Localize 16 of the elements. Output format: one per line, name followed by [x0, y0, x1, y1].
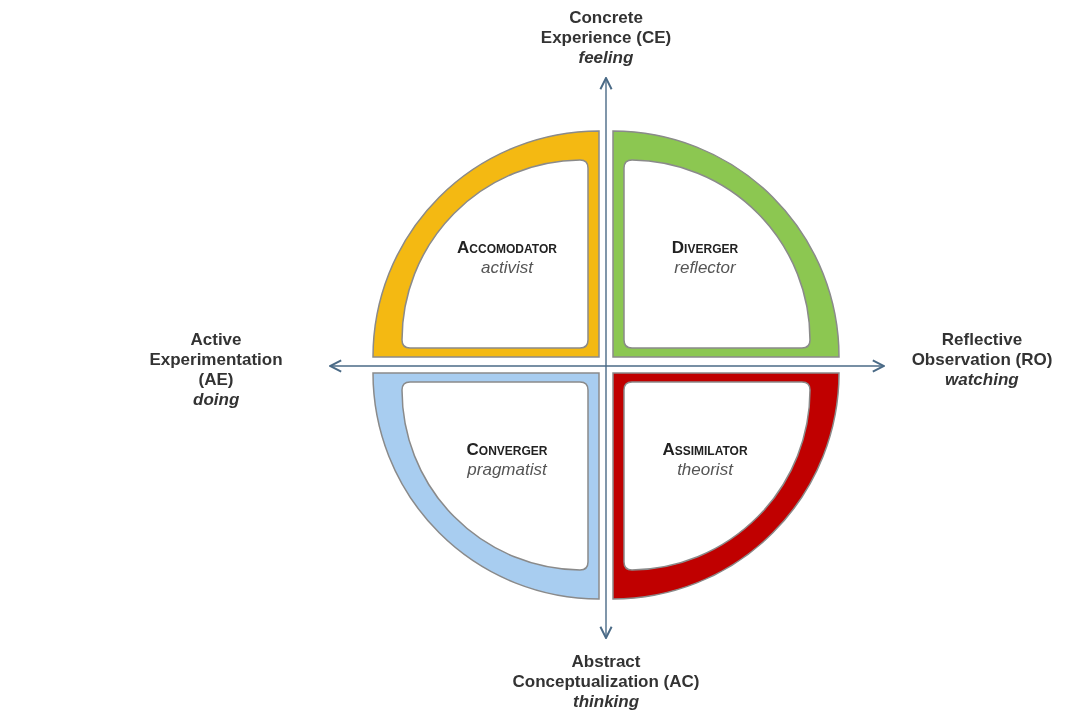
axis-label: Reflective Observation (RO) [910, 330, 1054, 370]
style-subtitle: activist [480, 258, 535, 278]
style-subtitle: pragmatist [466, 460, 549, 480]
style-subtitle: theorist [676, 460, 735, 480]
axis-sublabel: doing [193, 390, 240, 410]
axis-label: Active Experimentation (AE) [148, 330, 284, 390]
style-subtitle: reflector [673, 258, 737, 278]
axis-sublabel: thinking [573, 692, 640, 712]
axis-sublabel: feeling [578, 48, 634, 68]
style-name: Assimilator [661, 440, 749, 460]
style-name: Converger [465, 440, 549, 460]
style-name: Accomodator [456, 238, 558, 258]
axis-label: Abstract Conceptualization (AC) [511, 652, 701, 692]
style-name: Diverger [670, 238, 740, 258]
axis-sublabel: watching [945, 370, 1019, 390]
axis-label: Concrete Experience (CE) [539, 8, 673, 48]
